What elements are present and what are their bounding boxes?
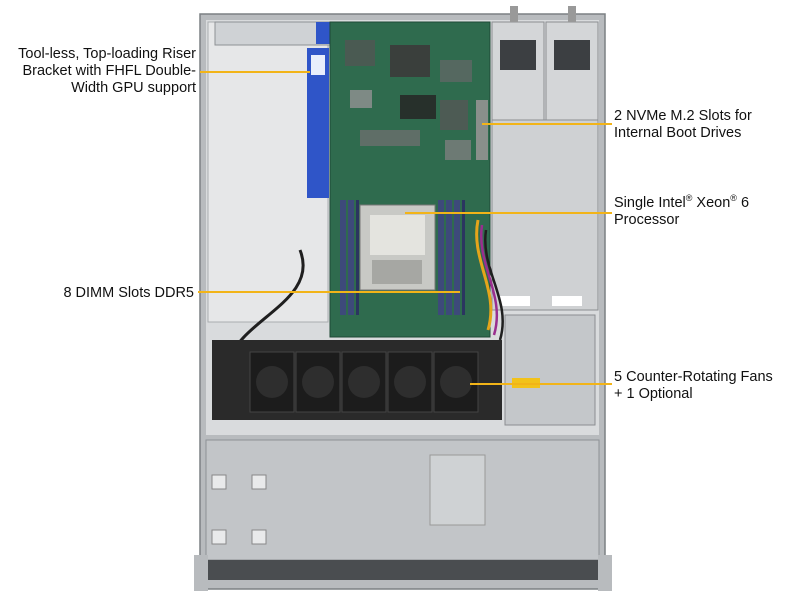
nvme-callout-line1: 2 NVMe M.2 Slots for xyxy=(614,108,752,124)
cpu-callout-xeon: Xeon xyxy=(692,194,731,211)
dimm-slots xyxy=(340,200,465,315)
dimm-callout-line1: 8 DIMM Slots DDR5 xyxy=(63,285,194,301)
fans-callout: 5 Counter-Rotating Fans + 1 Optional xyxy=(614,369,794,403)
fans-callout-line1: 5 Counter-Rotating Fans xyxy=(614,369,773,385)
nvme-callout: 2 NVMe M.2 Slots for Internal Boot Drive… xyxy=(614,108,792,142)
riser-callout-line2: Bracket with FHFL Double- xyxy=(22,63,196,79)
cpu-callout-reg1: ® xyxy=(685,193,693,203)
m2-slots xyxy=(476,100,488,160)
riser-callout-line1: Tool-less, Top-loading Riser xyxy=(18,46,196,62)
dimm-callout: 8 DIMM Slots DDR5 xyxy=(0,285,194,302)
cpu-callout-gen: 6 xyxy=(736,194,750,211)
nvme-callout-line2: Internal Boot Drives xyxy=(614,125,742,141)
cpu-callout: Single Intel® Xeon® 6 Processor xyxy=(614,190,792,229)
riser-blue-label xyxy=(307,48,329,198)
front-bay xyxy=(205,439,600,561)
riser-callout: Tool-less, Top-loading Riser Bracket wit… xyxy=(0,46,196,97)
cpu-callout-intel: Single Intel xyxy=(614,194,686,211)
cpu-callout-line1: Single Intel® Xeon® 6 xyxy=(614,190,792,212)
fans-callout-line2: + 1 Optional xyxy=(614,386,693,402)
cpu-callout-reg2: ® xyxy=(730,193,737,203)
riser-callout-line3: Width GPU support xyxy=(71,80,196,96)
power-supplies xyxy=(491,6,599,311)
cpu-callout-line2: Processor xyxy=(614,211,680,228)
fans xyxy=(249,351,479,413)
